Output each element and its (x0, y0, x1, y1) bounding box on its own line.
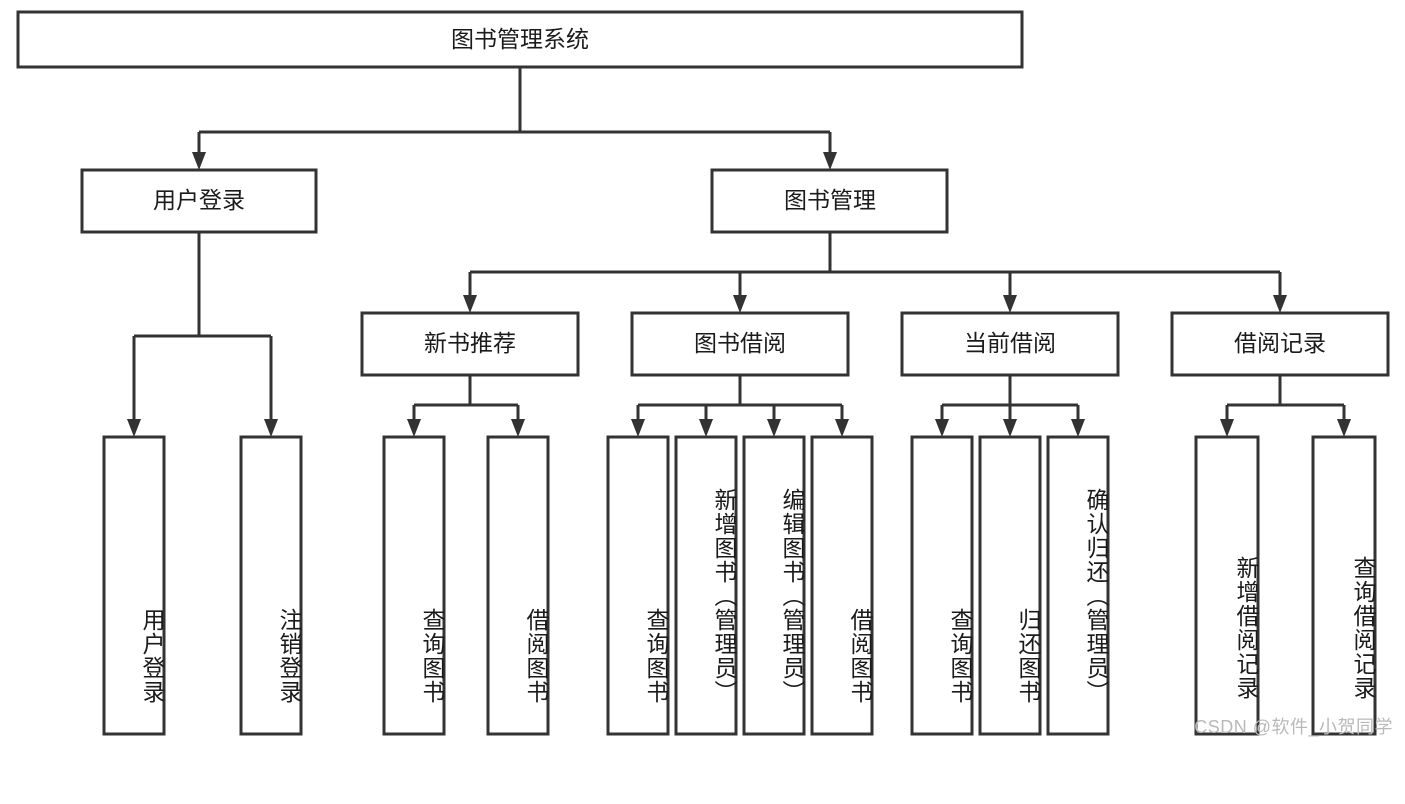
connector-group-book-borrow (631, 375, 849, 437)
arrowhead-borrow-record (1273, 295, 1287, 313)
node-current-borrow[interactable]: 当前借阅 (900, 311, 1120, 377)
connector-group-root (192, 67, 837, 170)
diagram-canvas: 图书管理系统 用户登录 图书管理 新书推荐 图书借阅 当前借阅 借阅记录 (16, 10, 1393, 737)
connector-group-user-login (127, 232, 278, 437)
leaf-box-bb-query-book[interactable] (606, 435, 670, 736)
node-book-management-box[interactable] (710, 168, 949, 234)
arrowhead-bb-edit (767, 419, 781, 437)
node-book-borrow-box[interactable] (630, 311, 850, 377)
connector-group-book-mgmt (463, 232, 1287, 313)
leaf-box-bb-edit-book[interactable] (742, 435, 806, 736)
arrowhead-book-borrow (733, 295, 747, 313)
node-root-system[interactable]: 图书管理系统 (16, 10, 1024, 69)
arrowhead-cb-confirm (1071, 419, 1085, 437)
leaf-box-cb-return-book[interactable] (978, 435, 1042, 736)
node-new-book-recommend-box[interactable] (360, 311, 580, 377)
connector-group-current-borrow (935, 375, 1085, 437)
arrowhead-bb-add (699, 419, 713, 437)
arrowhead-leaf-user-login (127, 419, 141, 437)
leaf-box-bb-add-book[interactable] (674, 435, 738, 736)
node-user-login[interactable]: 用户登录 (80, 168, 318, 234)
csdn-watermark: CSDN @软件_小贺同学 (1194, 717, 1393, 737)
node-book-management[interactable]: 图书管理 (710, 168, 949, 234)
node-root-box[interactable] (16, 10, 1024, 69)
arrowhead-bb-borrow (835, 419, 849, 437)
arrowhead-br-query (1337, 419, 1351, 437)
node-user-login-label: 用户登录 (153, 187, 245, 213)
arrowhead-bb-query (631, 419, 645, 437)
arrowhead-new-book (463, 295, 477, 313)
arrowhead-current-borrow (1003, 295, 1017, 313)
node-current-borrow-label: 当前借阅 (964, 330, 1056, 356)
arrowhead-nb-query (407, 419, 421, 437)
node-book-borrow[interactable]: 图书借阅 (630, 311, 850, 377)
node-new-book-recommend[interactable]: 新书推荐 (360, 311, 580, 377)
node-borrow-record-label: 借阅记录 (1234, 330, 1326, 356)
connector-group-new-book (407, 375, 525, 437)
node-current-borrow-box[interactable] (900, 311, 1120, 377)
node-book-management-label: 图书管理 (784, 187, 876, 213)
leaf-box-br-query-record[interactable] (1311, 435, 1377, 736)
connector-group-borrow-record (1220, 375, 1351, 437)
node-borrow-record[interactable]: 借阅记录 (1170, 311, 1390, 377)
flowchart-svg: 图书管理系统 用户登录 图书管理 新书推荐 图书借阅 当前借阅 借阅记录 (16, 10, 1390, 736)
node-borrow-record-box[interactable] (1170, 311, 1390, 377)
node-new-book-recommend-label: 新书推荐 (424, 330, 516, 356)
arrowhead-user-login (192, 152, 206, 170)
leaf-box-nb-query-book[interactable] (382, 435, 446, 736)
arrowhead-br-add (1220, 419, 1234, 437)
arrowhead-leaf-logout (264, 419, 278, 437)
arrowhead-cb-return (1003, 419, 1017, 437)
leaf-box-cb-confirm-return[interactable] (1046, 435, 1110, 736)
node-user-login-box[interactable] (80, 168, 318, 234)
arrowhead-nb-borrow (511, 419, 525, 437)
leaf-box-bb-borrow-book[interactable] (810, 435, 874, 736)
leaf-box-user-login[interactable] (102, 435, 166, 736)
node-book-borrow-label: 图书借阅 (694, 330, 786, 356)
leaf-box-br-add-record[interactable] (1194, 435, 1260, 736)
leaf-box-cb-query-book[interactable] (910, 435, 974, 736)
arrowhead-book-mgmt (823, 152, 837, 170)
leaf-box-nb-borrow-book[interactable] (486, 435, 550, 736)
node-root-label: 图书管理系统 (451, 26, 589, 52)
arrowhead-cb-query (935, 419, 949, 437)
leaf-box-logout[interactable] (239, 435, 303, 736)
